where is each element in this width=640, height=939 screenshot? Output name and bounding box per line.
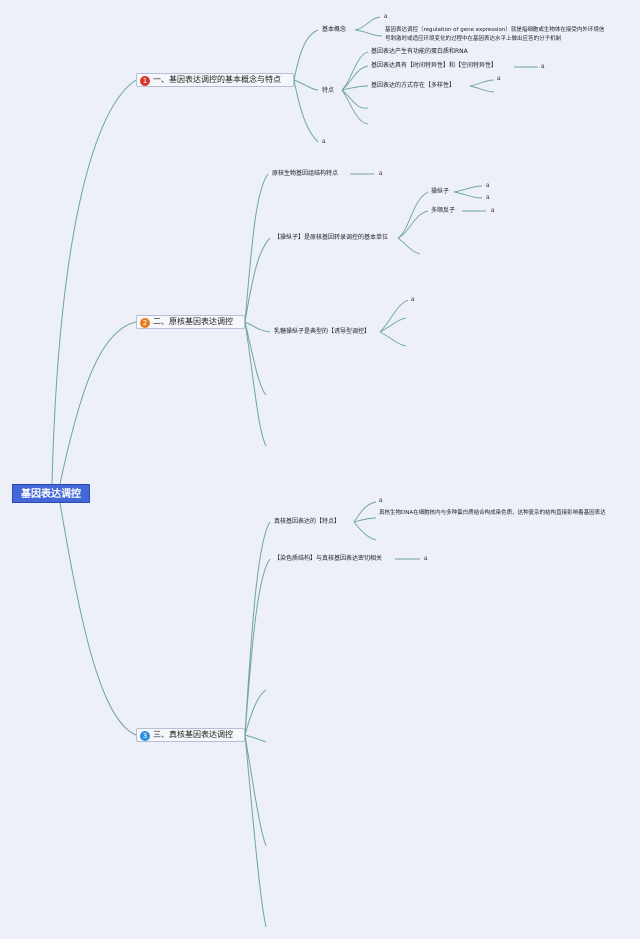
- edge-operon-cistron: [397, 210, 429, 239]
- edge-b1-a: [293, 79, 319, 143]
- edge-b2-lac: [244, 321, 271, 333]
- edge-b3feat-a: [353, 501, 377, 523]
- feature-item-2-a[interactable]: a: [541, 63, 545, 70]
- branch1-a[interactable]: a: [322, 138, 326, 145]
- lac-a[interactable]: a: [411, 296, 415, 303]
- edge-lac-a: [379, 299, 409, 333]
- chromatin-node[interactable]: 【染色质结构】与真核基因表达密切相关: [274, 555, 383, 562]
- features-node[interactable]: 特点: [322, 87, 335, 94]
- edge-concept-a: [354, 16, 381, 31]
- edge-b3-empty2: [244, 734, 267, 743]
- edge-b3-empty4: [244, 734, 267, 928]
- edge-b3feat-desc: [353, 517, 377, 523]
- edge-b3-chromatin: [244, 558, 271, 736]
- number-badge-icon: 1: [140, 76, 150, 86]
- genome-a[interactable]: a: [379, 170, 383, 177]
- edge-features-2: [341, 65, 369, 91]
- root-topic[interactable]: 基因表达调控: [12, 484, 90, 503]
- edge-features-5: [341, 89, 369, 125]
- edge-operator-a1: [453, 185, 483, 193]
- edge-b3-features: [244, 521, 271, 736]
- operator-a1[interactable]: a: [486, 182, 490, 189]
- number-badge-icon: 2: [140, 318, 150, 328]
- edge-operon-operator: [397, 191, 429, 239]
- edge-concept-def: [354, 29, 383, 37]
- lac-operon-node[interactable]: 乳糖操纵子是典型的【诱导型调控】: [274, 328, 371, 335]
- eukaryote-features-node[interactable]: 真核基因表达的【特点】: [274, 518, 341, 525]
- concept-a[interactable]: a: [384, 13, 388, 20]
- edge-root-branch1: [51, 79, 137, 485]
- edge-lac-b: [379, 317, 407, 333]
- operon-node[interactable]: 【操纵子】是原核基因转录调控的基本单位: [274, 234, 389, 241]
- edge-b1-concept: [293, 29, 319, 81]
- edge-features-3: [341, 85, 369, 91]
- eukaryote-features-desc[interactable]: 真核生物DNA在细胞核内与多种蛋白质结合构成染色质，这种复杂的结构直接影响着基因…: [379, 510, 606, 516]
- edge-b3-empty1: [244, 689, 267, 736]
- edge-b2-empty1: [244, 321, 267, 396]
- branch-label: 二、原核基因表达调控: [153, 317, 233, 326]
- edge-b2-empty2: [244, 321, 267, 447]
- chromatin-a[interactable]: a: [424, 555, 428, 562]
- concept-node[interactable]: 基本概念: [322, 26, 347, 33]
- operator-node[interactable]: 操纵子: [431, 188, 450, 195]
- branch-label: 三、真核基因表达调控: [153, 730, 233, 739]
- feature-item-2[interactable]: 基因表达具有【时间特异性】和【空间特异性】: [371, 62, 498, 69]
- edge-lac-c: [379, 331, 407, 347]
- cistron-a[interactable]: a: [491, 207, 495, 214]
- concept-definition[interactable]: 基因表达调控（regulation of gene expression）就是指…: [385, 27, 605, 42]
- eukaryote-features-a[interactable]: a: [379, 497, 383, 504]
- edge-root-branch3: [59, 502, 137, 736]
- edge-b3feat-empty: [353, 521, 377, 541]
- feature-item-3-a[interactable]: a: [497, 75, 501, 82]
- edge-features-4: [341, 89, 369, 109]
- edge-item3-a: [469, 79, 495, 87]
- edge-item3-b: [469, 85, 495, 93]
- branch-label: 一、基因表达调控的基本概念与特点: [153, 75, 281, 84]
- feature-item-3[interactable]: 基因表达的方式存在【多样性】: [371, 82, 456, 89]
- edge-b3-empty3: [244, 734, 267, 847]
- edge-b1-features: [293, 79, 319, 91]
- edge-operator-a2: [453, 191, 483, 199]
- cistron-node[interactable]: 多顺反子: [431, 207, 456, 214]
- number-badge-icon: 3: [140, 731, 150, 741]
- edge-features-1: [341, 51, 369, 91]
- edge-b2-operon: [244, 237, 271, 323]
- edge-operon-empty: [397, 237, 421, 255]
- genome-node[interactable]: 原核生物基因组结构特点: [272, 170, 339, 177]
- edge-b2-genome: [244, 173, 269, 323]
- operator-a2[interactable]: a: [486, 194, 490, 201]
- feature-item-1[interactable]: 基因表达产生有功能的蛋白质和RNA: [371, 48, 468, 55]
- edge-root-branch2: [59, 321, 137, 485]
